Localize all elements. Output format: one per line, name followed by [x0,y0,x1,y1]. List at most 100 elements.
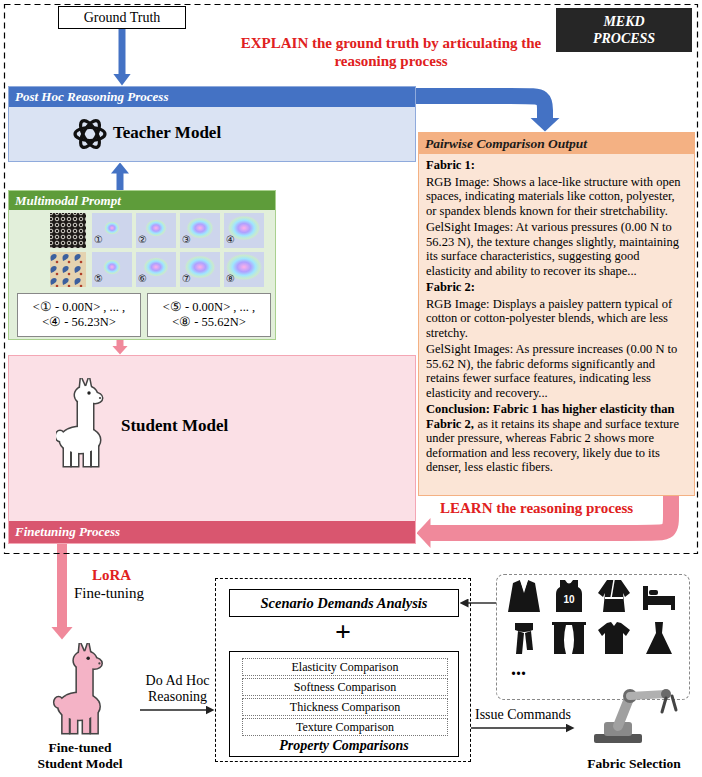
clothing-icons [552,622,586,654]
node-text: Teacher Model [113,123,415,143]
node-text: + [216,617,470,647]
paragraph: Fabric 1: [426,158,687,173]
clothing-icons [572,625,584,654]
process-frame [5,5,698,554]
comparison-item: Elasticity Comparison [242,658,448,676]
fabric-images [92,252,132,287]
clothing-icons [552,622,586,625]
robot-arm-icon [604,722,632,736]
node-text: Thickness Comparison [290,700,400,714]
paragraph: RGB Image: Shows a lace-like structure w… [426,175,687,219]
clothing-icons [508,580,540,612]
process-tag: MEKD PROCESS [556,8,692,52]
flow-arrow [416,96,545,118]
clothing-icons [646,622,672,654]
llama-icon [56,378,102,466]
node-text: ... [511,659,689,677]
robot-icon: Fabric Selection [575,676,693,772]
callout-number: ② [138,234,154,246]
fabric-images [136,213,176,248]
openai-logo [75,118,105,150]
fabric-images [103,259,121,275]
scenario-icons: ... [496,574,690,700]
text-body: Fabric 1: RGB Image: Shows a lace-like st… [419,154,694,481]
flow-arrow [119,29,126,74]
paragraph: GelSight Images: At various pressures (0… [426,220,687,278]
node-text: Student Model [121,416,415,436]
fabric-images [92,213,132,248]
fabric-images [145,219,167,237]
clothing-icons [643,586,648,610]
fabric-images [50,213,264,287]
paragraph: Conclusion: Fabric 1 has higher elastici… [426,402,687,475]
callout-number: ① [94,234,110,246]
clothing-icons [556,580,582,612]
clothing-icons [554,625,566,654]
band-title: Pairwise Comparison Output [419,133,694,154]
clothing-icons [598,622,630,654]
fabric-images [50,213,86,248]
callout-number: ③ [182,234,198,246]
prompt-box: Multimodal Prompt<① - 0.00N> , ... , <④ … [8,190,276,340]
node-text: Texture Comparison [296,720,394,734]
flow-arrow [117,340,124,346]
clothing-icons [556,580,582,612]
node-text: Fabric 2: [426,280,475,294]
node-text: Property Comparisons [230,737,458,756]
annotation: LoRA [92,566,152,584]
annotation: Fine-tuning [74,584,164,602]
fabric-images [136,252,176,287]
process-frame [5,5,698,554]
annotation: LEARN the reasoning process [440,499,655,517]
force-box: <① - 0.00N> , ... , <④ - 56.23N> [17,293,141,337]
paragraph: GelSight Images: As pressure increases (… [426,342,687,400]
node-text: Scenario Demands Analysis [260,595,427,612]
fabric-images [50,252,86,287]
model-icon: Fine-tuned Student Model [20,640,140,772]
robot-arm-icon [594,689,676,743]
reasoning-group: + Scenario Demands AnalysisProperty Compa… [215,578,471,762]
flow-arrow [57,544,67,627]
node-text: MEKD PROCESS [582,13,666,48]
analysis-box: Scenario Demands Analysis [229,589,459,617]
llama-icon [54,643,101,733]
comparison-box: Property Comparisons Elasticity Compariso… [229,651,459,757]
callout-number: ④ [226,234,242,246]
node-text: Fabric Selection [576,756,692,772]
clothing-icons [516,631,524,654]
llama-icon [54,643,101,733]
input-box: Ground Truth [58,6,186,29]
output-box: Pairwise Comparison OutputFabric 1: RGB I… [418,132,695,496]
annotation: EXPLAIN the ground truth by articulating… [232,34,550,70]
clothing-icons [643,596,675,605]
fabric-images [224,213,264,248]
clothing-icons [598,580,630,612]
callout-number: ⑥ [138,273,154,285]
node-text: <① - 0.00N> , ... , <④ - 56.23N> [22,300,136,330]
clothing-icons [525,631,533,650]
flow-arrow [117,173,124,190]
connector-arrow [468,602,496,603]
node-text: <⑤ - 0.00N> , ... , <⑧ - 55.62N> [152,300,266,330]
comparison-item: Softness Comparison [242,678,448,696]
connector-arrow [471,727,566,728]
node-text: Ground Truth [84,9,161,26]
callout-number: ⑤ [94,273,110,285]
node-text: Softness Comparison [294,680,396,694]
paragraph: RGB Image: Displays a paisley pattern ty… [426,297,687,341]
robot-arm-icon [661,689,671,699]
band-title: Finetuning Process [9,521,415,543]
node-text: Fine-tuned Student Model [28,740,132,772]
clothing-icons [520,580,528,593]
robot-arm-icon [662,696,676,712]
clothing-icons [643,586,675,610]
paragraph: Fabric 2: [426,280,687,295]
openai-logo [77,118,103,150]
comparison-item: Thickness Comparison [242,698,448,716]
node-text: GelSight Images: As pressure increases (… [426,342,677,400]
robot-arm-icon [630,694,666,696]
openai-logo [75,128,105,141]
callout-number: ⑧ [226,273,242,285]
clothing-icons [649,590,658,595]
fabric-images [180,213,220,248]
